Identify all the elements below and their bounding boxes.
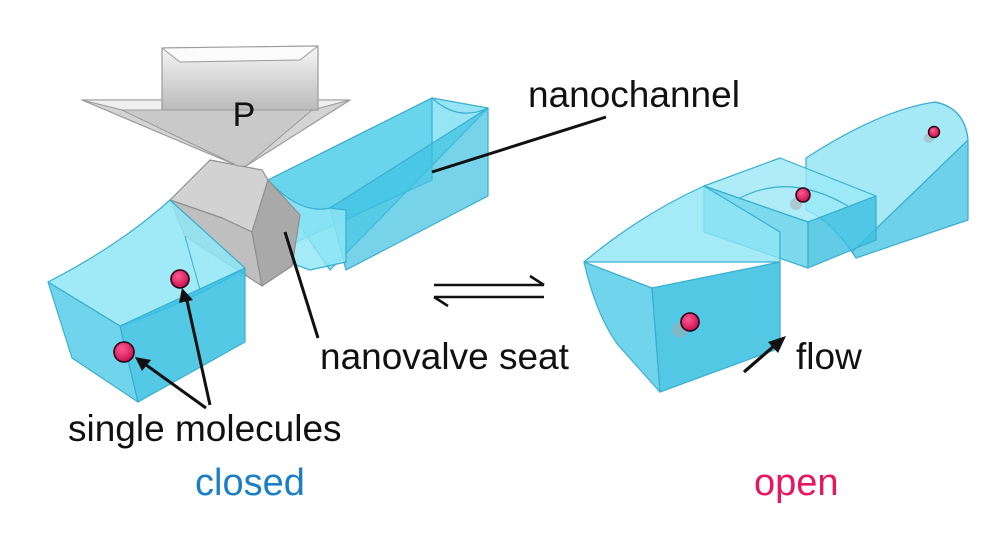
open-state-label: open <box>754 462 839 504</box>
flow-arrow-icon <box>742 336 786 374</box>
nanochannel-label: nanochannel <box>528 74 740 115</box>
single-molecule <box>113 341 135 363</box>
open-valve-diagram <box>583 101 969 393</box>
flow-label: flow <box>796 336 862 377</box>
nanochannel-right-segment <box>267 97 489 271</box>
single-molecule <box>790 187 811 210</box>
single-molecule <box>170 269 190 289</box>
pressure-label: P <box>233 96 256 134</box>
nanochannel-leader-line <box>431 115 607 174</box>
molecule-pointer-arrows <box>135 288 212 410</box>
closed-state-label: closed <box>195 462 305 504</box>
nanovalve-seat-label: nanovalve seat <box>320 336 569 377</box>
single-molecule <box>924 125 941 143</box>
closed-valve-diagram: P <box>47 45 607 410</box>
nanochannel-near-segment <box>583 185 781 393</box>
single-molecule <box>672 312 700 338</box>
single-molecules-label: single molecules <box>68 408 342 449</box>
pressure-arrow-icon: P <box>81 45 351 167</box>
equilibrium-arrows-icon <box>433 274 545 308</box>
seat-leader-line <box>283 231 320 339</box>
